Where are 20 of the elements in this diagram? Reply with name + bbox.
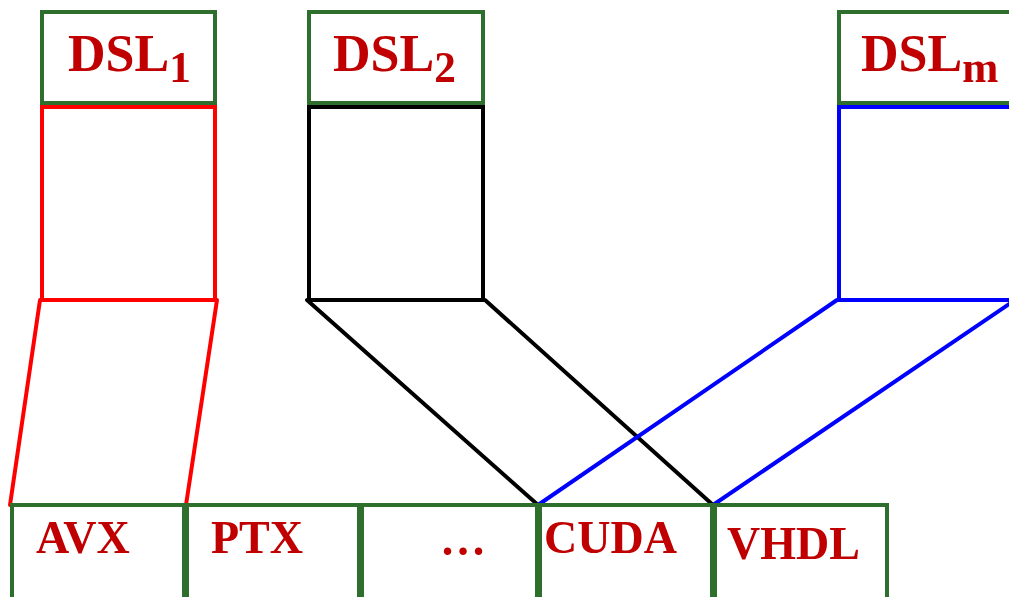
- target-label: …: [440, 517, 486, 563]
- target-label: PTX: [211, 515, 303, 561]
- compiler-box: [40, 105, 217, 302]
- target-label: VHDL: [727, 521, 860, 567]
- target-label: CUDA: [544, 515, 677, 561]
- compiler-box: [307, 105, 485, 302]
- target-box: [185, 503, 361, 597]
- target-label: AVX: [36, 515, 130, 561]
- language-label: DSL$_{m}$: [861, 28, 999, 90]
- target-box: [360, 503, 539, 597]
- language-label: DSL$_{1}$: [68, 28, 191, 90]
- target-box: [10, 503, 186, 597]
- language-box: [837, 10, 1009, 105]
- compiler-box: [837, 105, 1009, 302]
- language-box: [40, 10, 217, 105]
- language-label: DSL$_{2}$: [333, 28, 456, 90]
- target-box: [538, 503, 714, 597]
- connector-line: [8, 298, 42, 507]
- target-box: [713, 503, 889, 597]
- language-box: [307, 10, 485, 105]
